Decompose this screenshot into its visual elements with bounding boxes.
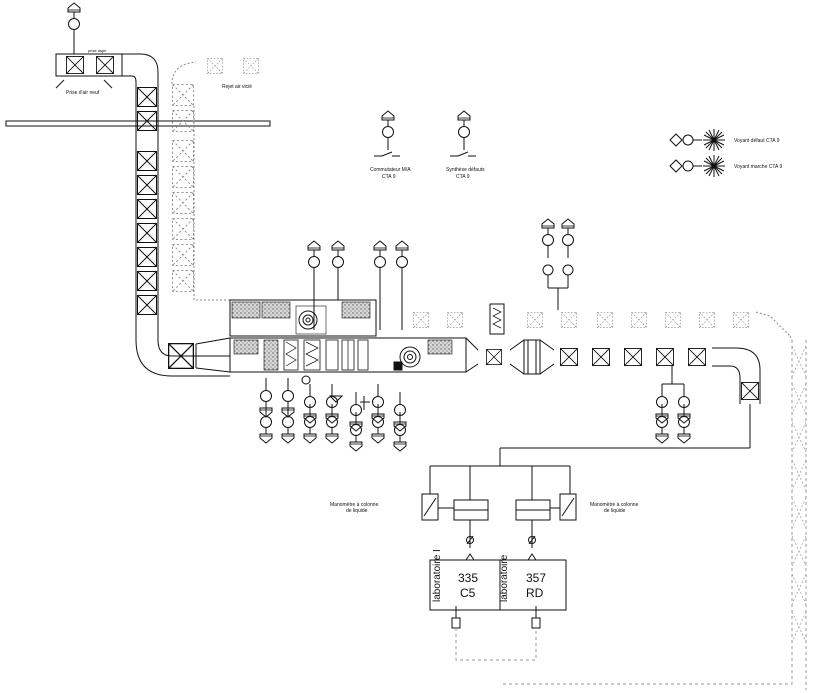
voyant-defaut-lamp [669,128,726,152]
main-supply-duct [229,337,467,373]
room-right-code: RD [526,586,544,600]
room-left-number: 335 [458,571,478,585]
star-lamp-icon [702,128,726,152]
intake-damper-icon [55,53,123,89]
manometer-left [421,465,571,561]
inlet-transition [167,337,231,373]
manometre-right-label-2: de liquide [604,508,626,514]
right-upper-sensor-group [541,218,575,310]
intake-small-label: prise aspir [88,48,107,53]
exhaust-ghost-duct [171,58,260,301]
synthese-label-1: Synthèse défauts [446,167,485,173]
voyant-defaut-label: Voyant défaut CTA 9 [734,138,780,144]
room-right-number: 357 [526,571,546,585]
commutateur-label-2: CTA 9 [382,174,396,180]
commutateur-sensor-icon [374,110,400,157]
voyant-marche-label: Voyant marche CTA 9 [734,164,782,170]
manometre-left-label-2: de liquide [346,508,368,514]
floor-slab [5,120,271,127]
manometre-left-label-1: Manomètre à colonne [330,502,379,508]
star-lamp-icon [702,154,726,178]
manometer-right [515,466,577,561]
vertical-damper-stack [137,86,157,316]
room-left-code: C5 [460,586,476,600]
ahu-upper-section [229,299,377,337]
right-lower-sensor-group [655,366,691,444]
voyant-marche-lamp [669,154,726,178]
lab-left-label: laboratoire I [432,549,443,602]
intake-label: Prise d'air neuf [66,90,100,96]
synthese-label-2: CTA 9 [456,174,470,180]
commutateur-label-1: Commutateur M/A [370,167,411,173]
rejet-label: Rejet air vicié [222,84,252,90]
lab-right-label: laboratoire [499,554,510,602]
intake-sensor-icon [67,2,81,54]
upper-sensor-group [307,240,409,330]
intake-duct [122,53,230,377]
fan-icon [295,305,327,335]
lower-sensor-group [259,375,407,452]
manometre-right-label-1: Manomètre à colonne [590,502,639,508]
synthese-sensor-icon [450,110,476,157]
outlet-ducts [465,337,761,466]
return-ghost-duct [412,303,807,690]
laboratory-rooms [429,559,567,661]
